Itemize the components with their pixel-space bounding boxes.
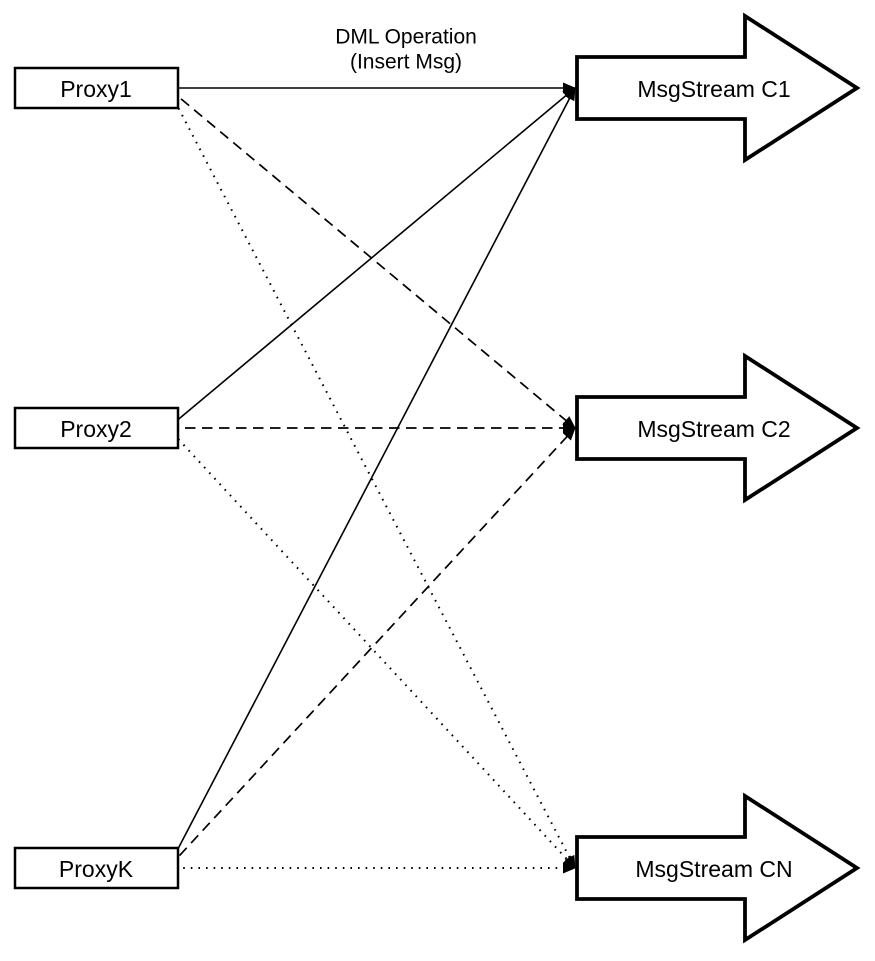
edge-proxy1-msgstream-c2	[167, 87, 576, 429]
msgstream-c2-label: MsgStream C2	[637, 416, 790, 442]
proxy-node-proxy2: Proxy2	[13, 406, 180, 450]
proxy1-label: Proxy1	[60, 76, 132, 102]
msgstream-cn-arrow-shape	[575, 792, 861, 944]
proxy2-label: Proxy2	[60, 416, 132, 442]
msgstream-c1-arrow-shape	[575, 12, 861, 164]
proxy2-box	[13, 406, 180, 450]
dml-operation-label-line2: (Insert Msg)	[350, 51, 462, 74]
dml-operation-annotation: DML Operation (Insert Msg)	[335, 26, 477, 74]
dml-operation-label-line1: DML Operation	[335, 26, 477, 49]
proxyk-label: ProxyK	[59, 856, 134, 882]
proxy-node-proxyk: ProxyK	[13, 846, 180, 890]
stream-node-c2: MsgStream C2	[575, 352, 861, 504]
stream-node-c1: MsgStream C1	[575, 12, 861, 164]
msgstream-cn-label: MsgStream CN	[635, 856, 792, 882]
proxyk-box	[13, 846, 180, 890]
stream-node-cn: MsgStream CN	[575, 792, 861, 944]
edge-proxyk-msgstream-c1	[167, 87, 576, 869]
msgstream-c2-arrow-shape	[575, 352, 861, 504]
edge-proxyk-msgstream-c2	[167, 427, 576, 869]
edge-proxy2-msgstream-cn	[167, 427, 576, 869]
proxy-node-proxy1: Proxy1	[13, 66, 180, 110]
msgstream-c1-label: MsgStream C1	[637, 76, 790, 102]
edge-group	[167, 82, 576, 874]
proxy1-box	[13, 66, 180, 110]
